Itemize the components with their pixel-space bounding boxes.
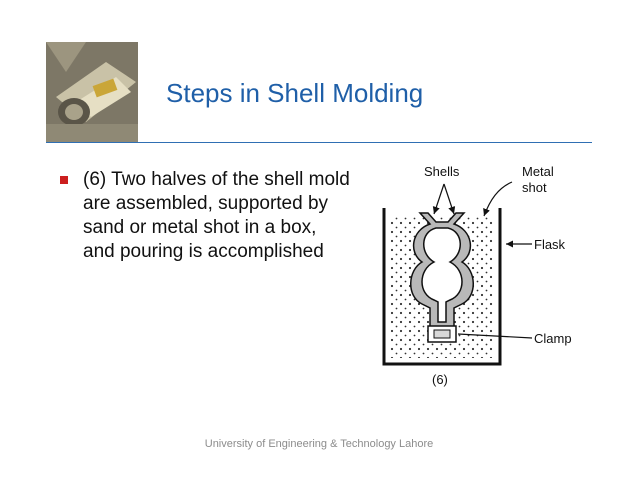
clamp-inner — [433, 329, 451, 339]
slide-title: Steps in Shell Molding — [166, 78, 424, 108]
metal-shot-arrow — [483, 181, 513, 217]
shells-arrow-left — [432, 183, 445, 215]
mold-cavity — [421, 227, 463, 323]
label-step: (6) — [432, 372, 448, 387]
clamp-leader — [457, 333, 533, 339]
label-metal: Metal — [522, 164, 554, 179]
shell-mold-diagram — [382, 181, 533, 366]
label-shells: Shells — [424, 164, 460, 179]
bullet-text: (6) Two halves of the shell mold are ass… — [83, 169, 350, 262]
label-clamp: Clamp — [534, 331, 572, 346]
shells-arrow-right — [443, 183, 456, 215]
header-photo — [46, 42, 138, 142]
flask-outline — [382, 208, 502, 366]
shell-mold-figure: Shells Metal shot Flask Clamp (6) — [372, 158, 612, 398]
title-divider — [46, 142, 592, 143]
label-flask: Flask — [534, 237, 566, 252]
bullet-marker — [60, 176, 68, 184]
label-shot: shot — [522, 180, 547, 195]
header-photo-graphic — [46, 42, 138, 142]
footer: University of Engineering & Technology L… — [204, 438, 434, 450]
